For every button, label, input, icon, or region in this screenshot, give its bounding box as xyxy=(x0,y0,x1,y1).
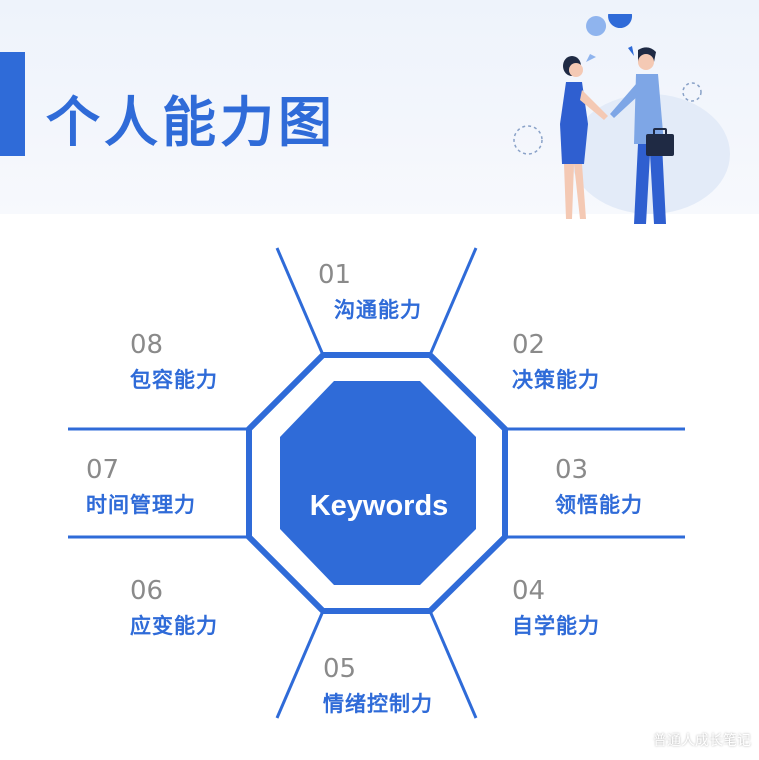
node-number: 08 xyxy=(130,332,218,358)
node-01: 01 沟通能力 xyxy=(318,262,422,321)
node-label: 领悟能力 xyxy=(555,495,643,516)
node-05: 05 情绪控制力 xyxy=(323,656,433,715)
node-04: 04 自学能力 xyxy=(512,578,600,637)
handshake-illustration xyxy=(500,14,730,229)
center-keywords: Keywords xyxy=(279,492,479,521)
node-06: 06 应变能力 xyxy=(130,578,218,637)
separator-line xyxy=(430,611,476,718)
node-08: 08 包容能力 xyxy=(130,332,218,391)
page-title: 个人能力图 xyxy=(46,96,336,150)
node-label: 时间管理力 xyxy=(86,495,196,516)
node-number: 07 xyxy=(86,457,196,483)
node-number: 01 xyxy=(318,262,422,288)
node-label: 包容能力 xyxy=(130,370,218,391)
watermark: 普通人成长笔记 xyxy=(653,730,751,750)
accent-bar xyxy=(0,52,25,156)
separator-line xyxy=(277,248,323,355)
separator-line xyxy=(277,611,323,718)
node-number: 06 xyxy=(130,578,218,604)
separator-line xyxy=(430,248,476,355)
node-label: 沟通能力 xyxy=(334,300,422,321)
node-number: 02 xyxy=(512,332,600,358)
node-02: 02 决策能力 xyxy=(512,332,600,391)
node-07: 07 时间管理力 xyxy=(86,457,196,516)
node-number: 05 xyxy=(323,656,433,682)
node-label: 应变能力 xyxy=(130,616,218,637)
node-number: 04 xyxy=(512,578,600,604)
header-banner: 个人能力图 xyxy=(0,0,759,214)
node-label: 情绪控制力 xyxy=(323,694,433,715)
node-03: 03 领悟能力 xyxy=(555,457,643,516)
node-label: 自学能力 xyxy=(512,616,600,637)
node-label: 决策能力 xyxy=(512,370,600,391)
center-octagon xyxy=(280,381,476,585)
node-number: 03 xyxy=(555,457,643,483)
ability-diagram: Keywords 01 沟通能力 02 决策能力 03 领悟能力 04 自学能力… xyxy=(0,214,759,760)
